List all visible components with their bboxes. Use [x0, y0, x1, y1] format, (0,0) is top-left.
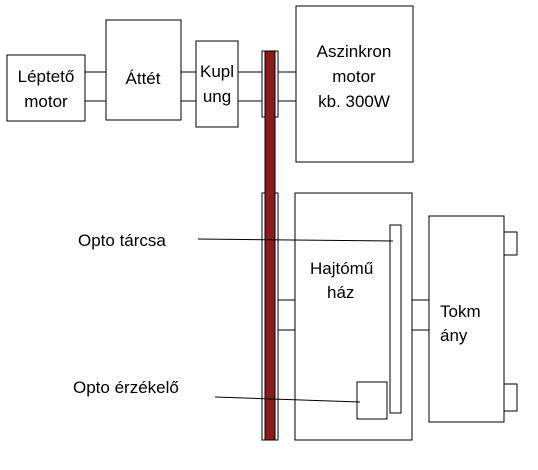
stepper-motor-label-line1: Léptető [18, 67, 75, 86]
async-motor-label-line3: kb. 300W [318, 92, 390, 111]
opto-sensor [356, 381, 388, 420]
async-motor-label-line1: Aszinkron [317, 42, 392, 61]
gearbox-block: Áttét [105, 19, 182, 121]
coupling-label-line2: ung [203, 87, 231, 106]
async-motor-block: Aszinkron motor kb. 300W [295, 5, 414, 163]
chuck-label-line1: Tokm [440, 302, 481, 321]
stepper-motor-label-line2: motor [24, 92, 68, 111]
chuck-block: Tokm ány [428, 215, 518, 423]
stepper-motor-block: Léptető motor [6, 54, 86, 122]
gearbox-label: Áttét [126, 69, 161, 88]
opto-disc-leader [197, 238, 394, 242]
gear-housing-label-line2: ház [327, 283, 354, 302]
coupling-block: Kupl ung [195, 40, 239, 128]
shaft-bar [264, 50, 276, 441]
coupling-label-line1: Kupl [200, 62, 234, 81]
opto-disc [389, 224, 402, 414]
async-motor-label-line2: motor [332, 67, 376, 86]
opto-sensor-leader [214, 396, 361, 403]
chuck-jaw-bottom [503, 383, 518, 412]
gear-housing-label-line1: Hajtómű [310, 259, 373, 278]
chuck-label-line2: ány [440, 326, 468, 345]
opto-sensor-label: Opto érzékelő [73, 378, 179, 397]
main-shaft [261, 50, 279, 441]
opto-disc-label: Opto tárcsa [78, 231, 166, 250]
chuck-jaw-top [503, 231, 518, 256]
